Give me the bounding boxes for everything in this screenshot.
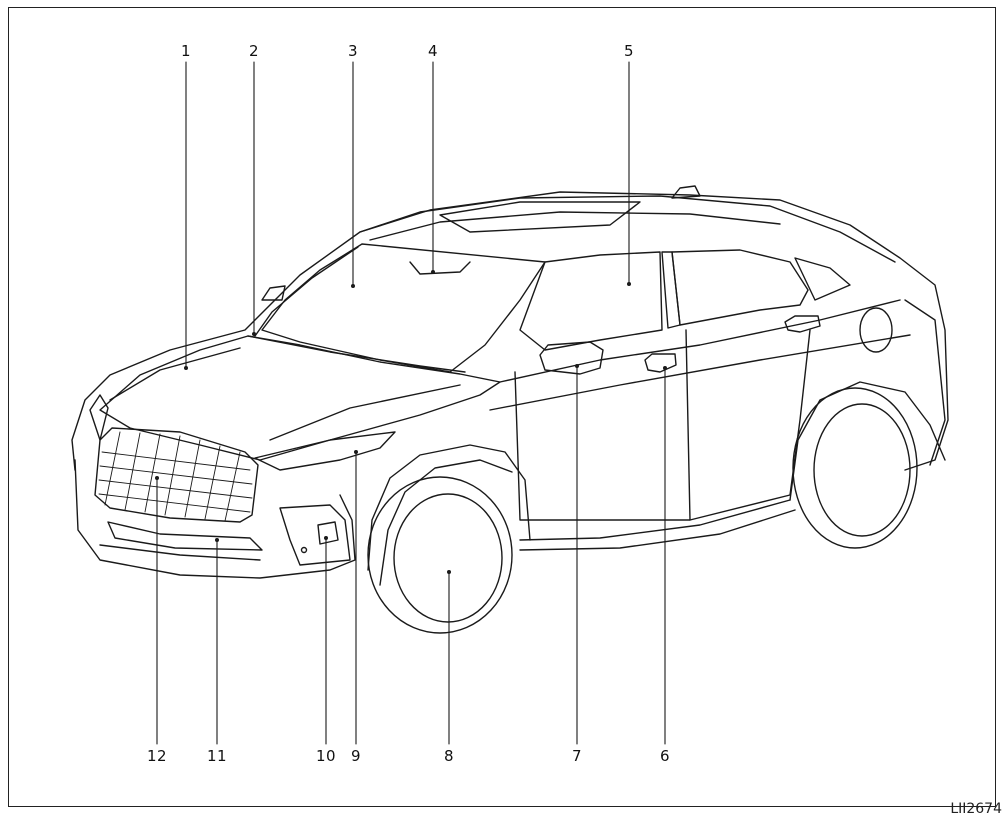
front-wheel-arch <box>368 445 530 570</box>
parking-sensor <box>302 548 307 553</box>
hood-crease-2 <box>270 385 460 440</box>
windshield <box>262 244 545 372</box>
lower-intake <box>108 522 262 550</box>
callout-8: 8 <box>444 749 454 764</box>
rear-rim <box>814 404 910 536</box>
callout-11: 11 <box>207 749 227 764</box>
front-tire <box>368 477 512 633</box>
leader-lines <box>157 62 665 744</box>
callout-6: 6 <box>660 749 670 764</box>
sensor-housing <box>410 262 470 274</box>
rear-door-window <box>672 250 808 325</box>
side-mirror <box>540 342 603 374</box>
b-pillar <box>662 252 680 328</box>
callout-2: 2 <box>249 44 259 59</box>
hood-crease <box>110 348 240 400</box>
rear-wheel-arch <box>790 382 945 500</box>
callout-9: 9 <box>351 749 361 764</box>
grille-mesh <box>99 432 252 521</box>
roof-antenna <box>672 186 700 198</box>
sunroof <box>440 202 640 232</box>
callout-12: 12 <box>147 749 167 764</box>
callout-10: 10 <box>316 749 336 764</box>
rear-tire <box>793 388 917 548</box>
fuel-lid <box>860 308 892 352</box>
front-rim <box>394 494 502 622</box>
callout-5: 5 <box>624 44 634 59</box>
rear-end <box>905 300 945 465</box>
front-door-handle <box>645 354 676 372</box>
fog-lamp-bezel <box>280 505 350 565</box>
windshield-trim <box>255 247 358 336</box>
rear-door <box>690 330 810 520</box>
callout-1: 1 <box>181 44 191 59</box>
front-sensor <box>318 522 338 544</box>
callout-4: 4 <box>428 44 438 59</box>
front-wheel-arch-inner <box>380 460 512 585</box>
quarter-window <box>795 258 850 300</box>
front-bumper <box>75 460 355 578</box>
leader-dots <box>155 270 667 574</box>
body-crease <box>490 335 910 410</box>
roof-inner <box>370 212 780 240</box>
callout-7: 7 <box>572 749 582 764</box>
headlight-left <box>90 395 108 440</box>
belt-line <box>500 300 900 382</box>
bumper-lower <box>100 545 260 560</box>
body-outline <box>72 192 948 470</box>
figure-code: LII2674 <box>950 801 1002 817</box>
callout-3: 3 <box>348 44 358 59</box>
